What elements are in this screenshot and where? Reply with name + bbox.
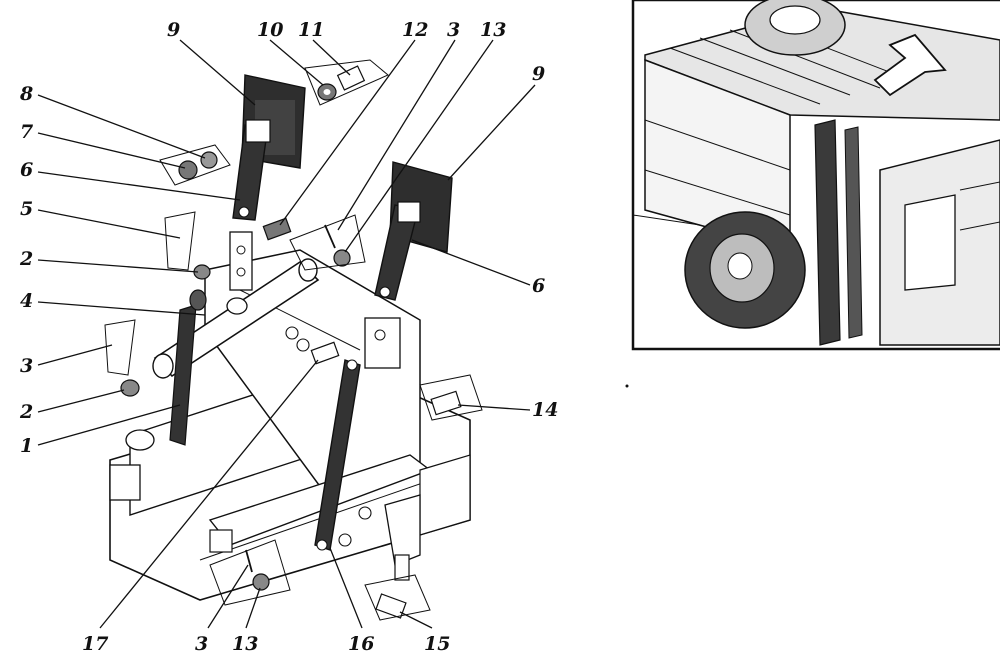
washer-2-lower [120,379,140,397]
callout-15: 15 [424,633,450,655]
bolt-14 [430,390,462,416]
lower-bracket [384,494,421,566]
callout-8: 8 [19,83,33,105]
callout-3-left: 3 [20,355,33,377]
washer-8 [200,151,218,169]
cab-window [904,194,956,291]
callout-4: 4 [20,290,33,312]
fasteners [110,65,462,619]
leader-lines [37,39,536,629]
upper-bracket [229,231,253,291]
callout-1: 1 [20,435,33,457]
callout-11: 11 [298,19,324,41]
callout-6-right: 6 [532,275,545,297]
truck-inset [631,0,1000,351]
callout-12: 12 [402,19,428,41]
callout-13-top: 13 [480,19,506,41]
callout-17: 17 [82,633,108,655]
bolt-17 [310,341,340,365]
link-rod-left [169,304,197,446]
main-assembly [104,59,483,621]
callout-labels: 9 10 11 12 3 13 9 8 7 6 5 2 4 3 2 1 6 14… [19,19,558,655]
washer-13 [333,249,351,267]
callout-7: 7 [20,121,33,143]
nut-7 [178,160,198,180]
callout-2-upper: 2 [19,248,33,270]
callout-13-bottom: 13 [232,633,258,655]
callout-16: 16 [348,633,374,655]
callout-6-left: 6 [20,159,33,181]
callout-14: 14 [532,399,558,421]
callout-3-top: 3 [447,19,460,41]
callout-3-bottom: 3 [195,633,208,655]
callout-5: 5 [20,198,33,220]
right-bracket [364,317,401,369]
washer-13-lower [252,573,270,591]
callout-10: 10 [257,19,283,41]
pointer-arrow [873,33,947,97]
callout-2-lower: 2 [19,401,33,423]
callout-9-left: 9 [167,19,180,41]
bushing-12 [262,217,292,241]
bolt-15 [375,593,407,619]
lift-mechanism [814,119,841,346]
callout-9-right: 9 [532,63,545,85]
bolt-11 [336,65,366,91]
